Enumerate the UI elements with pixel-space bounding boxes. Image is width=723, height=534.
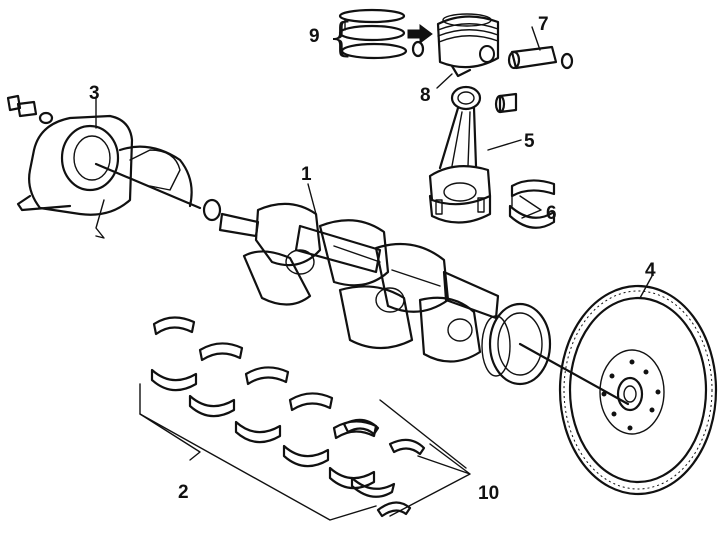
crankshaft-icon — [218, 202, 500, 363]
callout-7: 7 — [538, 14, 549, 35]
callout-3: 3 — [89, 83, 100, 104]
flywheel-icon — [558, 284, 718, 496]
callout-9-brace: { — [328, 15, 353, 61]
gudgeon-pin-icon — [507, 45, 558, 70]
alignment-line — [518, 342, 630, 406]
piston-icon — [436, 13, 500, 78]
callout-1: 1 — [301, 164, 312, 185]
big-end-bearing-icon — [508, 179, 556, 229]
circlip-icon — [560, 52, 574, 70]
small-end-bush-icon — [494, 94, 506, 114]
thrust-washers-icon — [342, 418, 426, 518]
connecting-rod-icon — [428, 85, 492, 224]
callout-8: 8 — [420, 85, 431, 106]
rear-oil-seal-housing-icon — [6, 94, 193, 239]
alignment-line — [94, 162, 202, 210]
piston-rings-icon — [338, 8, 408, 60]
leader-lines — [95, 26, 653, 521]
callout-2: 2 — [178, 482, 189, 503]
small-end-bush-icon — [498, 92, 518, 114]
callout-4: 4 — [645, 260, 656, 281]
oil-seal-icon — [202, 198, 222, 222]
callout-5: 5 — [524, 131, 535, 152]
main-bearing-shells-icon — [150, 316, 378, 490]
callout-9: 9 — [309, 26, 320, 47]
arrow-right-icon — [407, 24, 433, 44]
crankshaft-flange-icon — [481, 302, 552, 386]
callout-10: 10 — [478, 483, 499, 504]
circlip-icon — [411, 40, 425, 58]
callout-6: 6 — [546, 203, 557, 224]
